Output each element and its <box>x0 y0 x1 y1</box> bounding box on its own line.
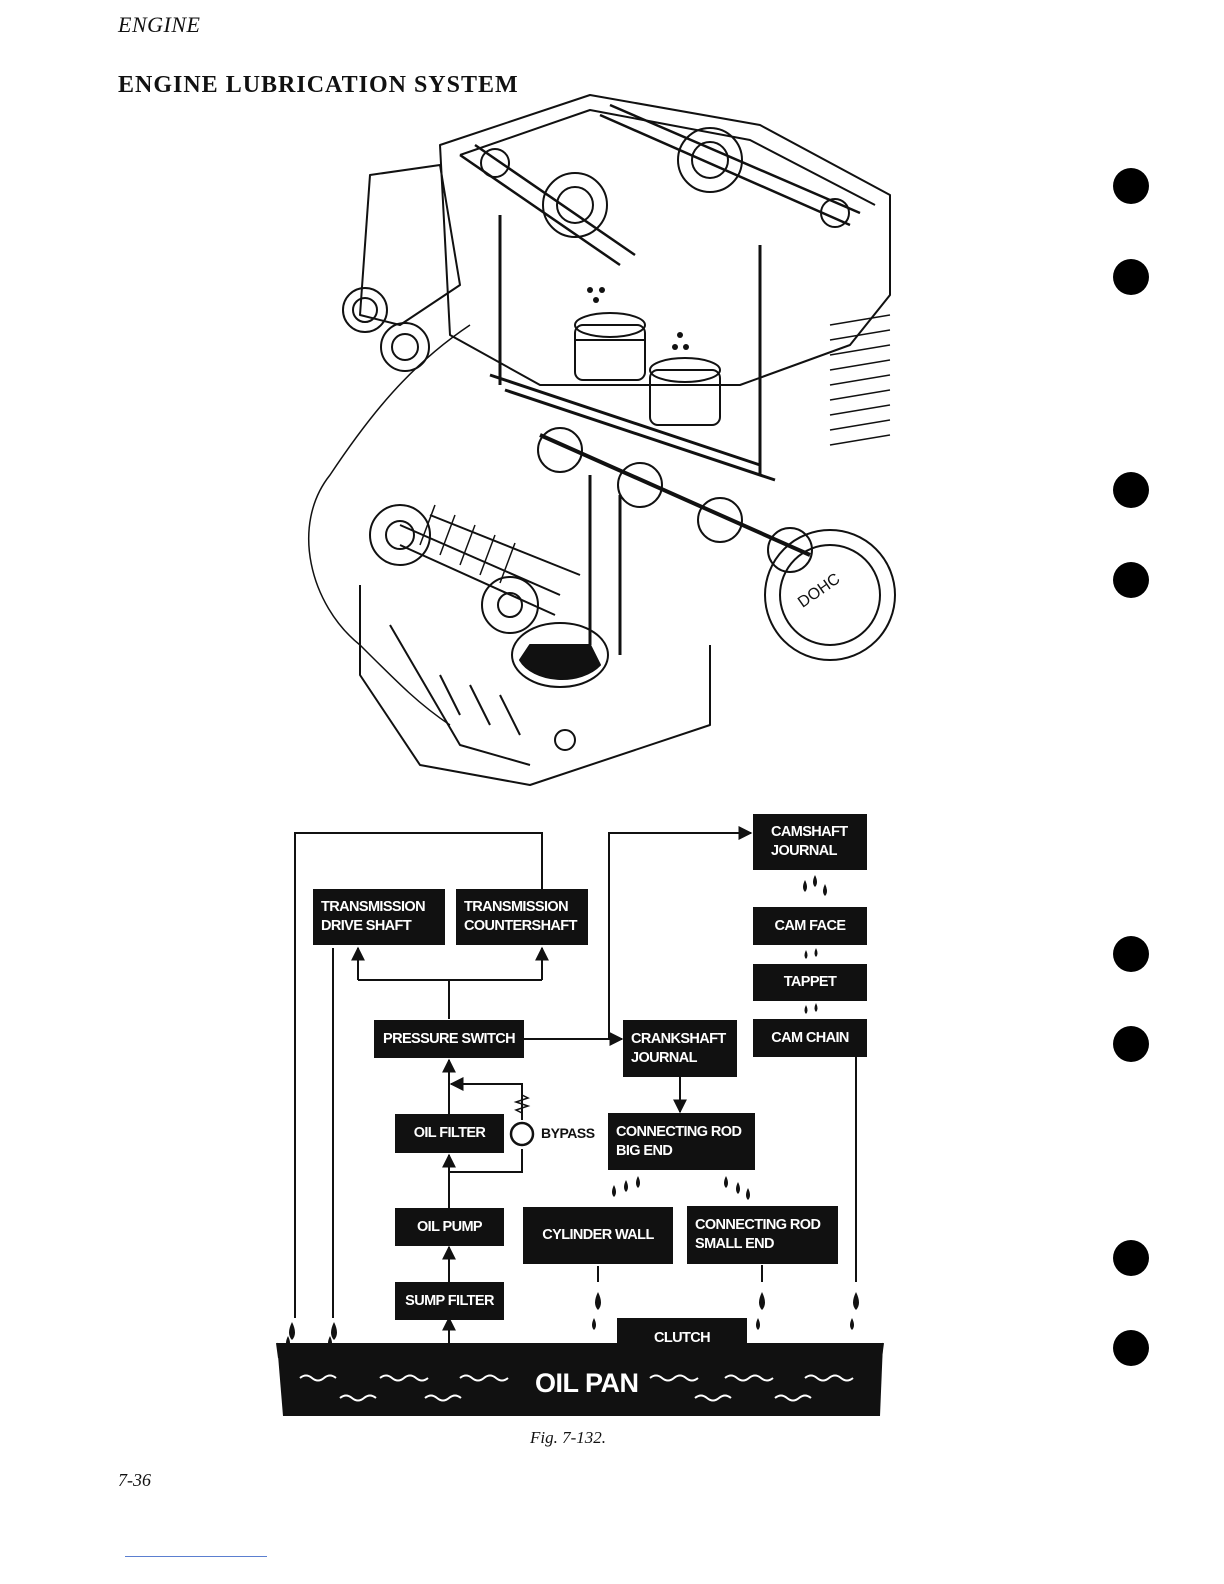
box-pressure-switch: PRESSURE SWITCH <box>374 1020 524 1058</box>
box-cam-chain: CAM CHAIN <box>753 1019 867 1057</box>
page-number: 7-36 <box>118 1470 151 1491</box>
box-camshaft-journal: CAMSHAFT JOURNAL <box>753 814 867 870</box>
box-oil-filter: OIL FILTER <box>395 1114 504 1153</box>
bypass-label: BYPASS <box>541 1125 595 1141</box>
box-tappet: TAPPET <box>753 964 867 1001</box>
box-transmission-countershaft: TRANSMISSION COUNTERSHAFT <box>456 889 588 945</box>
footer-line <box>125 1556 267 1557</box>
box-oil-pump: OIL PUMP <box>395 1208 504 1246</box>
box-clutch: CLUTCH <box>617 1318 747 1358</box>
box-transmission-drive-shaft: TRANSMISSION DRIVE SHAFT <box>313 889 445 945</box>
box-cam-face: CAM FACE <box>753 907 867 945</box>
box-connecting-rod-small-end: CONNECTING ROD SMALL END <box>687 1206 838 1264</box>
figure-caption: Fig. 7-132. <box>530 1428 606 1448</box>
oil-pan-label: OIL PAN <box>535 1368 639 1399</box>
box-connecting-rod-big-end: CONNECTING ROD BIG END <box>608 1113 755 1170</box>
box-sump-filter: SUMP FILTER <box>395 1282 504 1320</box>
box-crankshaft-journal: CRANKSHAFT JOURNAL <box>623 1020 737 1077</box>
box-cylinder-wall: CYLINDER WALL <box>523 1207 673 1264</box>
